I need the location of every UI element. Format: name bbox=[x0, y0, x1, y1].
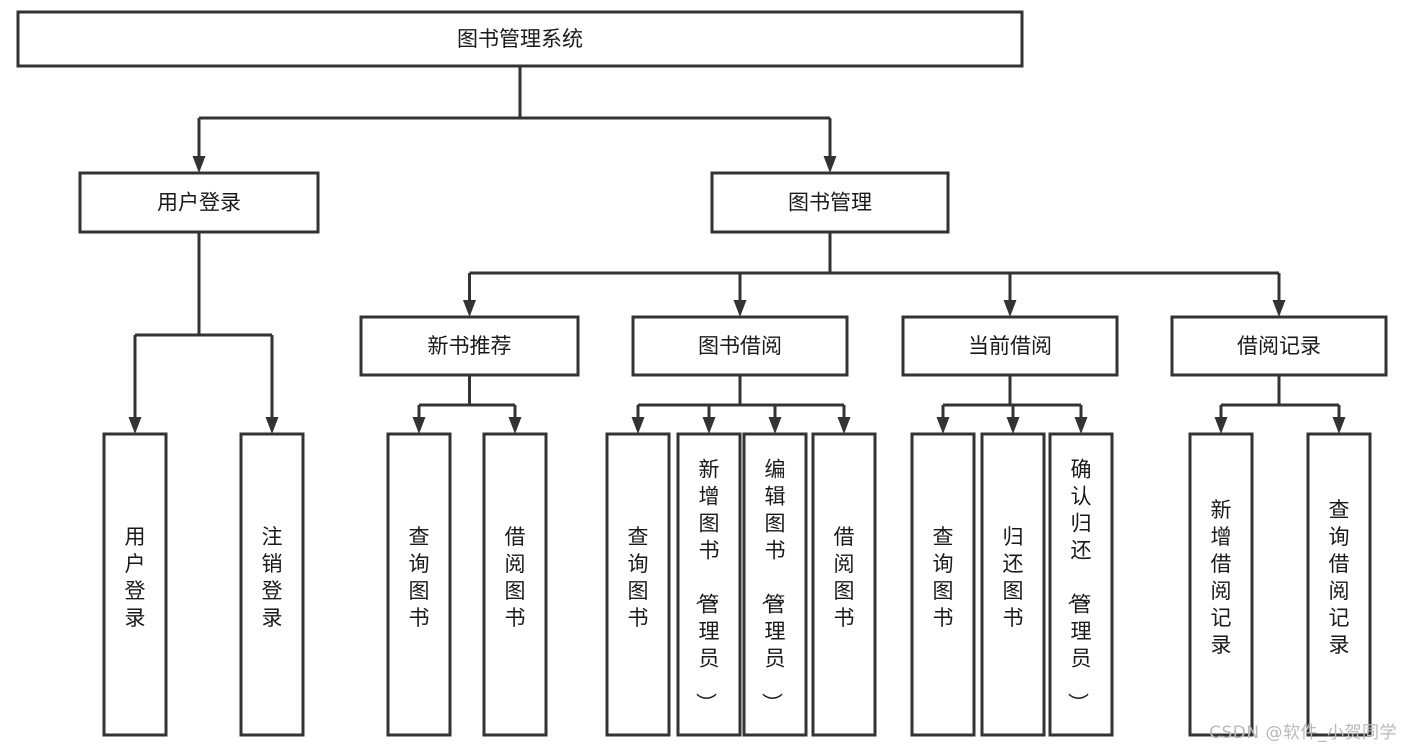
node-leaf-add-record[interactable]: 新增借阅记录 bbox=[1188, 432, 1254, 737]
node-user-login[interactable]: 用户登录 bbox=[78, 171, 320, 234]
node-root[interactable]: 图书管理系统 bbox=[16, 10, 1024, 68]
node-label: 查询图书 bbox=[628, 525, 649, 630]
node-leaf-borrow-book-bb[interactable]: 借阅图书 bbox=[811, 432, 877, 737]
node-box[interactable] bbox=[605, 432, 671, 737]
arrow-head-icon bbox=[128, 417, 142, 434]
node-label: 查询图书 bbox=[409, 525, 430, 630]
node-box[interactable] bbox=[16, 10, 1024, 68]
node-label: 注销登录 bbox=[262, 525, 283, 630]
node-box[interactable] bbox=[710, 171, 950, 234]
node-leaf-user-login[interactable]: 用户登录 bbox=[102, 432, 168, 737]
node-label: 借阅图书 bbox=[834, 525, 855, 630]
connector-group-g-book-borrow bbox=[631, 375, 851, 434]
node-label: 编辑图书（管理员） bbox=[760, 458, 786, 714]
connector-group-g-borrow-record bbox=[1214, 375, 1346, 434]
node-leaf-logout[interactable]: 注销登录 bbox=[239, 432, 305, 737]
connector-group-g-book-manage bbox=[463, 232, 1286, 317]
arrow-head-icon bbox=[508, 417, 522, 434]
node-label: 查询图书 bbox=[933, 525, 954, 630]
node-box[interactable] bbox=[386, 432, 452, 737]
node-book-borrow[interactable]: 图书借阅 bbox=[631, 315, 849, 377]
node-box[interactable] bbox=[1170, 315, 1388, 377]
csdn-watermark: CSDN @软件_小贺同学 bbox=[1209, 723, 1397, 743]
node-box[interactable] bbox=[239, 432, 305, 737]
node-label: 图书管理 bbox=[788, 191, 872, 215]
connector-layer bbox=[128, 66, 1346, 434]
connector-group-g-new-book-rec bbox=[412, 375, 522, 434]
node-leaf-query-book-rec[interactable]: 查询图书 bbox=[386, 432, 452, 737]
connector-group-g-root bbox=[192, 66, 837, 173]
node-box[interactable] bbox=[1188, 432, 1254, 737]
node-box[interactable] bbox=[910, 432, 976, 737]
arrow-head-icon bbox=[768, 417, 782, 434]
node-box[interactable] bbox=[676, 432, 742, 737]
arrow-head-icon bbox=[463, 300, 476, 317]
node-box[interactable] bbox=[811, 432, 877, 737]
node-leaf-query-record[interactable]: 查询借阅记录 bbox=[1306, 432, 1372, 737]
node-book-manage[interactable]: 图书管理 bbox=[710, 171, 950, 234]
node-leaf-borrow-book-rec[interactable]: 借阅图书 bbox=[482, 432, 548, 737]
node-box[interactable] bbox=[359, 315, 580, 377]
node-new-book-rec[interactable]: 新书推荐 bbox=[359, 315, 580, 377]
node-label: 新增借阅记录 bbox=[1211, 498, 1232, 657]
node-label: 归还图书 bbox=[1003, 525, 1024, 630]
connector-group-g-current-borrow bbox=[936, 375, 1088, 434]
node-box[interactable] bbox=[980, 432, 1046, 737]
node-borrow-record[interactable]: 借阅记录 bbox=[1170, 315, 1388, 377]
node-box[interactable] bbox=[78, 171, 320, 234]
node-label: 借阅记录 bbox=[1237, 334, 1321, 358]
arrow-head-icon bbox=[837, 417, 851, 434]
node-box[interactable] bbox=[901, 315, 1119, 377]
node-label: 当前借阅 bbox=[968, 334, 1052, 358]
node-label: 借阅图书 bbox=[505, 525, 526, 630]
arrow-head-icon bbox=[1003, 300, 1017, 317]
arrow-head-icon bbox=[412, 417, 426, 434]
node-label: 用户登录 bbox=[125, 525, 146, 630]
node-label: 图书借阅 bbox=[698, 334, 782, 358]
arrow-head-icon bbox=[1272, 300, 1286, 317]
arrow-head-icon bbox=[1006, 417, 1020, 434]
arrow-head-icon bbox=[936, 417, 950, 434]
connector-group-g-user-login bbox=[128, 232, 279, 434]
arrow-head-icon bbox=[1074, 417, 1088, 434]
node-box[interactable] bbox=[631, 315, 849, 377]
node-box[interactable] bbox=[1048, 432, 1114, 737]
node-leaf-confirm-return[interactable]: 确认归还（管理员） bbox=[1048, 432, 1114, 737]
node-label: 新书推荐 bbox=[428, 334, 512, 358]
arrow-head-icon bbox=[733, 300, 747, 317]
arrow-head-icon bbox=[823, 156, 837, 173]
node-leaf-return-book[interactable]: 归还图书 bbox=[980, 432, 1046, 737]
node-leaf-query-book-bb[interactable]: 查询图书 bbox=[605, 432, 671, 737]
node-current-borrow[interactable]: 当前借阅 bbox=[901, 315, 1119, 377]
node-label: 确认归还（管理员） bbox=[1066, 458, 1092, 714]
arrow-head-icon bbox=[265, 417, 279, 434]
node-leaf-add-book[interactable]: 新增图书（管理员） bbox=[676, 432, 742, 737]
node-layer: 图书管理系统用户登录图书管理新书推荐图书借阅当前借阅借阅记录用户登录注销登录查询… bbox=[16, 10, 1388, 737]
node-box[interactable] bbox=[742, 432, 808, 737]
node-label: 用户登录 bbox=[157, 191, 241, 215]
node-label: 图书管理系统 bbox=[457, 27, 583, 51]
arrow-head-icon bbox=[1332, 417, 1346, 434]
node-label: 查询借阅记录 bbox=[1329, 498, 1350, 657]
node-box[interactable] bbox=[102, 432, 168, 737]
node-label: 新增图书（管理员） bbox=[694, 458, 720, 714]
arrow-head-icon bbox=[1214, 417, 1228, 434]
node-box[interactable] bbox=[1306, 432, 1372, 737]
arrow-head-icon bbox=[702, 417, 716, 434]
arrow-head-icon bbox=[192, 156, 206, 173]
node-leaf-edit-book[interactable]: 编辑图书（管理员） bbox=[742, 432, 808, 737]
node-leaf-query-book-cb[interactable]: 查询图书 bbox=[910, 432, 976, 737]
node-box[interactable] bbox=[482, 432, 548, 737]
arrow-head-icon bbox=[631, 417, 645, 434]
